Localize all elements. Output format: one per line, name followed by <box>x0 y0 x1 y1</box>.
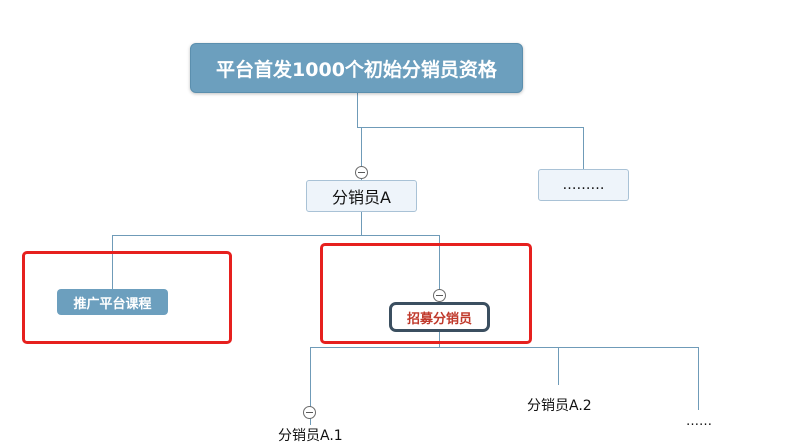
collapse-minus-icon[interactable] <box>303 406 316 419</box>
highlight-box-recruit <box>320 243 532 344</box>
distributor-a-to-recruit-line <box>361 235 440 302</box>
highlight-box-course <box>22 251 232 344</box>
leaf-more[interactable]: …… <box>686 414 712 429</box>
promote-course-label: 推广平台课程 <box>73 296 152 312</box>
leaf-distributor-a2[interactable]: 分销员A.2 <box>527 398 592 414</box>
more-distributors-label: ……… <box>562 177 605 193</box>
recruit-distributors-node[interactable]: 招募分销员 <box>389 302 490 332</box>
promote-course-node[interactable]: 推广平台课程 <box>57 289 168 315</box>
recruit-to-leaf-more-line <box>558 347 699 410</box>
leaf-distributor-a1[interactable]: 分销员A.1 <box>278 428 343 444</box>
collapse-minus-icon[interactable] <box>355 166 368 179</box>
recruit-to-leaves-line <box>310 332 440 425</box>
collapse-minus-icon[interactable] <box>433 289 446 302</box>
distributor-a-to-children-line <box>112 212 362 289</box>
root-to-children-line <box>357 93 584 169</box>
root-node-label: 平台首发1000个初始分销员资格 <box>216 58 497 81</box>
more-distributors-node[interactable]: ……… <box>538 169 629 201</box>
root-node[interactable]: 平台首发1000个初始分销员资格 <box>190 43 523 93</box>
distributor-a-node[interactable]: 分销员A <box>306 180 417 212</box>
recruit-to-leaf-a2-line <box>439 347 559 385</box>
recruit-distributors-label: 招募分销员 <box>406 311 472 327</box>
distributor-a-label: 分销员A <box>332 188 391 207</box>
